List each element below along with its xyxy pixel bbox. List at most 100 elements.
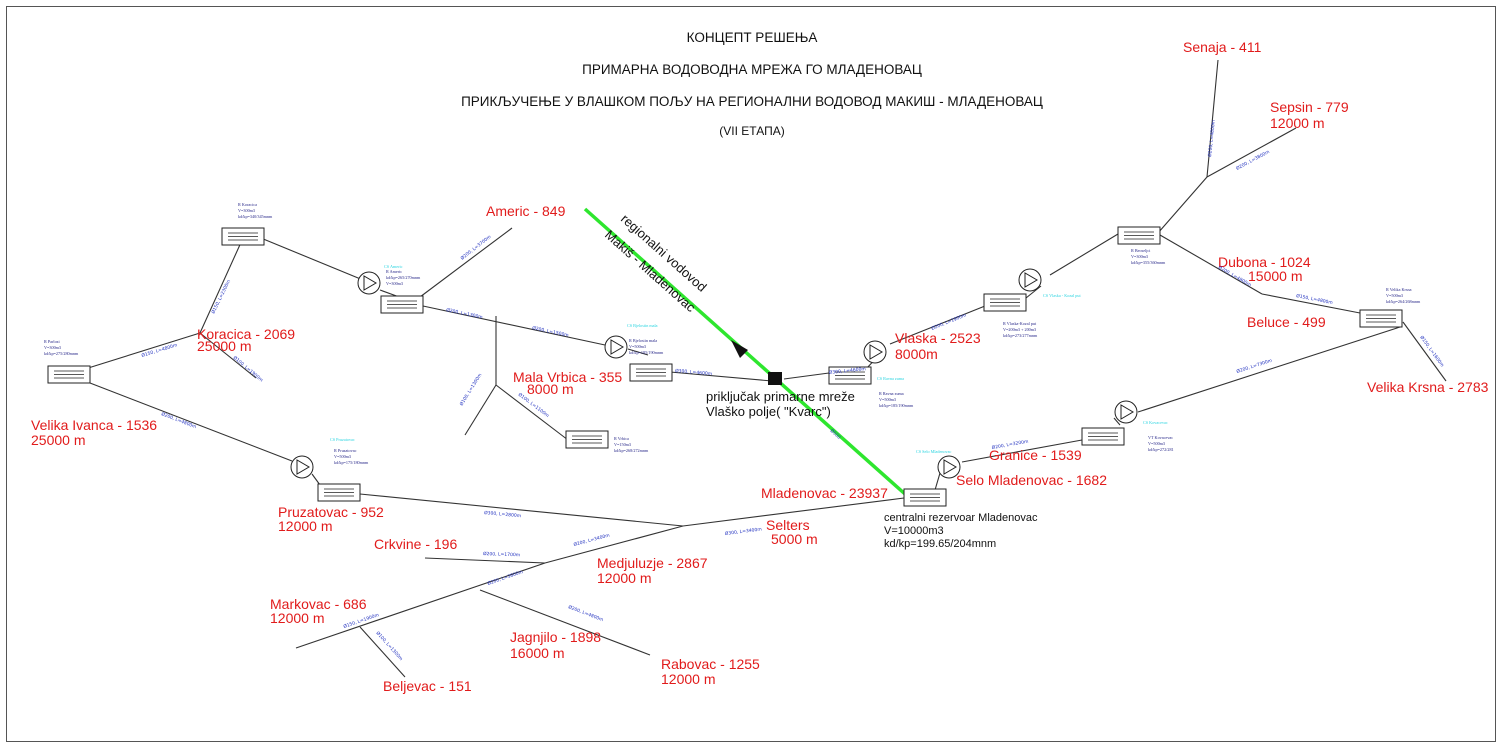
tank-label: R Beoseljci	[1131, 248, 1151, 253]
tank-central-icon	[903, 488, 947, 507]
tank-label: V=200m3 + 200m3	[1003, 327, 1036, 332]
pump-vlaska-icon	[1018, 268, 1042, 292]
pipe-label: Ø100, L=1900m	[232, 354, 265, 383]
place-velika-ivanca-length: 25000 m	[31, 432, 85, 448]
pipe-rabovac	[479, 589, 651, 656]
place-sepsin-length: 12000 m	[1270, 115, 1324, 131]
place-markovac: Markovac - 686	[270, 596, 367, 612]
title-connection: ПРИКЉУЧЕЊЕ У ВЛАШКОМ ПОЉУ НА РЕГИОНАЛНИ …	[461, 94, 1043, 109]
tank-label: kd/kp=275/280mnm	[44, 351, 79, 356]
pipe-dubona	[1159, 234, 1263, 295]
place-mala-vrbica-length: 8000 m	[527, 381, 574, 397]
tank-label: R Parlozi	[44, 339, 61, 344]
pipe-vrbica-tank	[495, 384, 569, 441]
title-stage: (VII ЕТАПА)	[719, 124, 785, 138]
place-selters-length: 5000 m	[771, 531, 818, 547]
pump-mala-icon	[604, 335, 628, 359]
pipe-pump-dubona-tank	[1049, 233, 1119, 276]
tank-vlaska-icon	[983, 293, 1027, 312]
place-velika-ivanca: Velika Ivanca - 1536	[31, 417, 157, 433]
place-medjuluzje: Medjuluzje - 2867	[597, 555, 708, 571]
pipe-label: Ø200, L=3700m	[459, 233, 493, 261]
tank-label: kd/kp=272/281	[1148, 447, 1174, 452]
cyan-label: CS Vlaska - Kozal put	[1043, 293, 1081, 298]
pipe-label: Ø200, L=3400m	[573, 532, 611, 548]
cyan-label: CS Selo Mladenovac	[916, 449, 951, 454]
title-network: ПРИМАРНА ВОДОВОДНА МРЕЖА ГО МЛАДЕНОВАЦ	[582, 62, 922, 77]
tank-label: R Ravna zuma	[879, 391, 904, 396]
pipe-label: Ø300, L=2800m	[484, 509, 522, 519]
place-pruzatovac: Pruzatovac - 952	[278, 504, 384, 520]
place-medjuluzje-length: 12000 m	[597, 570, 651, 586]
pipe-pump-vlaska	[889, 305, 986, 345]
tank-dubona-icon	[1117, 226, 1161, 245]
tank-label: kd/kp=185/190mnm	[629, 350, 664, 355]
pipe-label: Ø150, L=2300m	[210, 278, 233, 314]
tank-label: kd/kp=273/277mnm	[1003, 333, 1038, 338]
pipe-senaja	[1206, 59, 1219, 178]
tank-label: V=500m3	[1148, 441, 1165, 446]
place-mladenovac: Mladenovac - 23937	[761, 485, 888, 501]
connection-node-icon	[768, 372, 782, 385]
pump-pruzatovac-icon	[290, 455, 314, 479]
pipe-sepsin	[1206, 127, 1297, 178]
pipe-network	[68, 59, 1447, 678]
pipe-label: Ø300, L=4600m	[828, 365, 866, 376]
tank-americ-icon	[380, 295, 424, 314]
pipe-label: Ø200, L=1700m	[483, 550, 520, 558]
place-markovac-length: 12000 m	[270, 610, 324, 626]
tank-label: V=500m3	[334, 454, 351, 459]
tank-vrbica-icon	[565, 430, 609, 449]
tank-label: R Bjelostin mala	[629, 338, 657, 343]
pipe-pump-granice	[1113, 417, 1121, 426]
pipe-koracica-tank	[199, 237, 244, 334]
central-reservoir-levels: kd/kp=199.65/204mnm	[884, 538, 996, 550]
central-reservoir-name: centralni rezervoar Mladenovac	[884, 512, 1038, 524]
pipe-kvarc-ravna	[783, 372, 830, 380]
place-mala-vrbica: Mala Vrbica - 355	[513, 369, 622, 385]
place-beljevac: Beljevac - 151	[383, 678, 472, 694]
tank-pruzatovac-icon	[317, 483, 361, 502]
pipe-koracica-pump	[255, 235, 364, 281]
place-crkvine: Crkvine - 196	[374, 536, 457, 552]
pipe-label: Ø300, L=4600m	[675, 367, 713, 377]
pump-granice-icon	[1114, 400, 1138, 424]
place-koracica: Koracica - 2069	[197, 326, 295, 342]
pipe-mala-kvarc	[669, 371, 773, 382]
pipe-markovac	[295, 562, 546, 649]
cyan-label: CS Ravna zuma	[877, 376, 904, 381]
place-rabovac: Rabovac - 1255	[661, 656, 760, 672]
pipe-label: Ø200, L=1300m	[446, 306, 484, 321]
title-concept: КОНЦЕПТ РЕШЕЊА	[686, 30, 818, 45]
pipe-krsna-pump	[1137, 326, 1401, 413]
pipe-selters-medju	[544, 525, 684, 564]
cyan-label: CS Pruzatovac	[330, 437, 355, 442]
tank-label: kd/kp=355/360mnm	[1131, 260, 1166, 265]
pipe-label: Ø200, L=3600m	[486, 568, 523, 587]
tank-label: kd/kp=264/268mnm	[1386, 299, 1421, 304]
tank-label: R Pruzatovac	[334, 448, 357, 453]
tank-label: V=300m3	[44, 345, 61, 350]
connection-label-2: Vlaško polje( "Kvarc")	[706, 404, 831, 419]
place-vlaska-length: 8000m	[895, 346, 938, 362]
pipe-label: Ø200, L=4800m	[1206, 120, 1217, 158]
pipe-beljevac	[359, 626, 406, 678]
pipe-to-split	[1157, 176, 1208, 234]
tank-label: R Americ	[386, 269, 402, 274]
place-dubona-length: 15000 m	[1248, 268, 1302, 284]
tank-label: V=500m3	[629, 344, 646, 349]
pipe-label: Ø300, L=3400m	[724, 526, 762, 537]
pipe-koracica-south	[199, 332, 257, 379]
pump-ravna-icon	[863, 340, 887, 364]
tank-label: V=500m3	[879, 397, 896, 402]
cyan-label: CS Bjelostin mala	[627, 323, 658, 328]
pipe-pump-pruz	[311, 473, 321, 486]
pipe-granice	[961, 439, 1083, 463]
tank-mala-icon	[629, 363, 673, 382]
place-americ: Americ - 849	[486, 203, 566, 219]
pipe-label: Ø200, L=1900m	[930, 311, 967, 331]
pipe-pruz-selters	[359, 493, 684, 527]
tank-label: V=300m3	[386, 281, 403, 286]
drawing-frame	[6, 6, 1496, 742]
